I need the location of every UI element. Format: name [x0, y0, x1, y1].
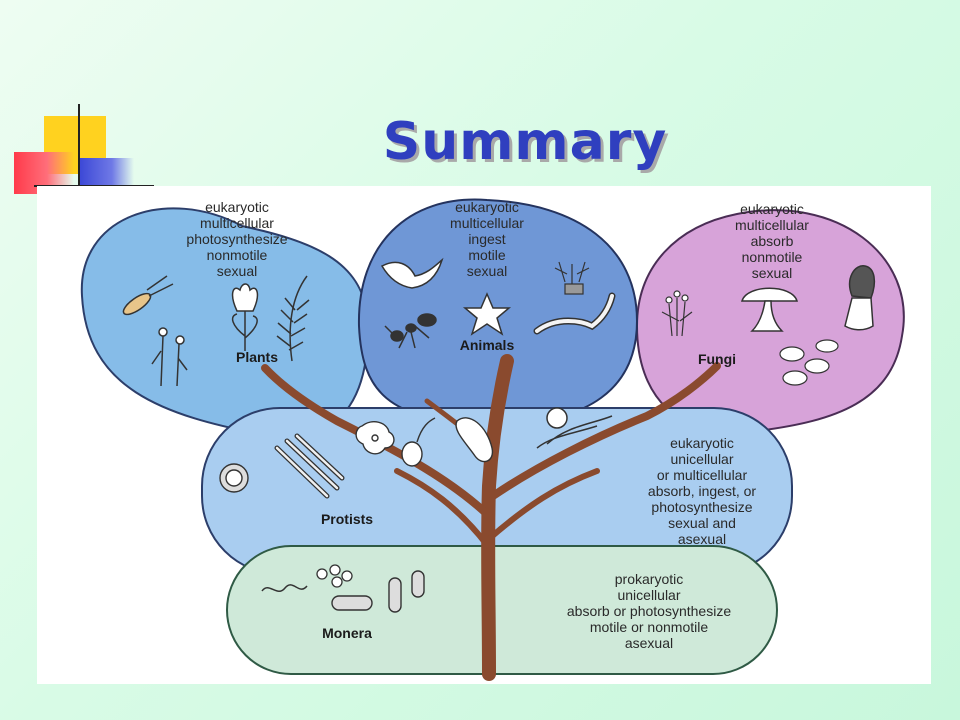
animals-trait-1: eukaryotic	[455, 199, 519, 215]
worm-icon	[533, 292, 616, 335]
animals-trait-4: motile	[468, 247, 506, 263]
fungi-trait-5: sexual	[752, 265, 792, 281]
mushroom-cluster-icon	[779, 339, 839, 386]
fungi-trait-3: absorb	[751, 233, 794, 249]
morel-icon	[844, 265, 876, 331]
plants-trait-4: nonmotile	[207, 247, 268, 263]
monera-trait-2: unicellular	[617, 587, 680, 603]
plants-trait-5: sexual	[217, 263, 257, 279]
monera-trait-4: motile or nonmotile	[590, 619, 708, 635]
algae-filament-icon	[274, 433, 345, 499]
decor-blue-square	[79, 158, 134, 188]
plants-trait-2: multicellular	[200, 215, 274, 231]
fern-icon	[276, 275, 310, 362]
plants-trait-1: eukaryotic	[205, 199, 269, 215]
fungi-trait-2: multicellular	[735, 217, 809, 233]
monera-trait-3: absorb or photosynthesize	[567, 603, 731, 619]
kingdoms-diagram-panel: Plants eukaryotic multicellular photosyn…	[37, 186, 931, 684]
diatom-icon	[219, 463, 249, 493]
plants-label: Plants	[236, 349, 278, 365]
mushroom-icon	[740, 287, 799, 332]
seed-icon	[122, 275, 174, 316]
monera-band	[226, 545, 778, 675]
paramecium-icon	[455, 417, 494, 463]
coral-icon	[554, 261, 590, 295]
protists-label: Protists	[321, 511, 373, 527]
monera-trait-5: asexual	[625, 635, 673, 651]
slide-title: Summary	[382, 112, 668, 172]
decor-vertical-line	[78, 104, 80, 186]
protists-trait-6: sexual and	[668, 515, 736, 531]
tulip-icon	[231, 283, 259, 351]
protists-trait-4: absorb, ingest, or	[648, 483, 757, 499]
animals-trait-5: sexual	[467, 263, 507, 279]
spirochete-icon	[536, 407, 613, 449]
bacteria-rod-icon	[331, 570, 425, 613]
bacteria-spiral-icon	[261, 584, 308, 593]
grass-icon	[151, 327, 188, 387]
fungi-trait-4: nonmotile	[742, 249, 803, 265]
monera-trait-1: prokaryotic	[615, 571, 683, 587]
mold-icon	[661, 290, 693, 337]
bird-icon	[380, 257, 444, 289]
plants-trait-3: photosynthesize	[186, 231, 287, 247]
ant-icon	[384, 313, 437, 349]
protists-trait-3: or multicellular	[657, 467, 748, 483]
animals-trait-2: multicellular	[450, 215, 524, 231]
animals-trait-3: ingest	[468, 231, 505, 247]
amoeba-icon	[355, 421, 395, 455]
monera-label: Monera	[322, 625, 372, 641]
kingdoms-tree-diagram: Plants eukaryotic multicellular photosyn…	[80, 198, 905, 681]
protists-trait-7: asexual	[678, 531, 726, 547]
protists-trait-5: photosynthesize	[651, 499, 752, 515]
fungi-label: Fungi	[698, 351, 736, 367]
bacteria-coccus-icon	[316, 564, 353, 588]
fungi-trait-1: eukaryotic	[740, 201, 804, 217]
protists-trait-1: eukaryotic	[670, 435, 734, 451]
starfish-icon	[462, 292, 512, 336]
flagellate-icon	[401, 417, 436, 467]
protists-trait-2: unicellular	[670, 451, 733, 467]
animals-label: Animals	[460, 337, 515, 353]
